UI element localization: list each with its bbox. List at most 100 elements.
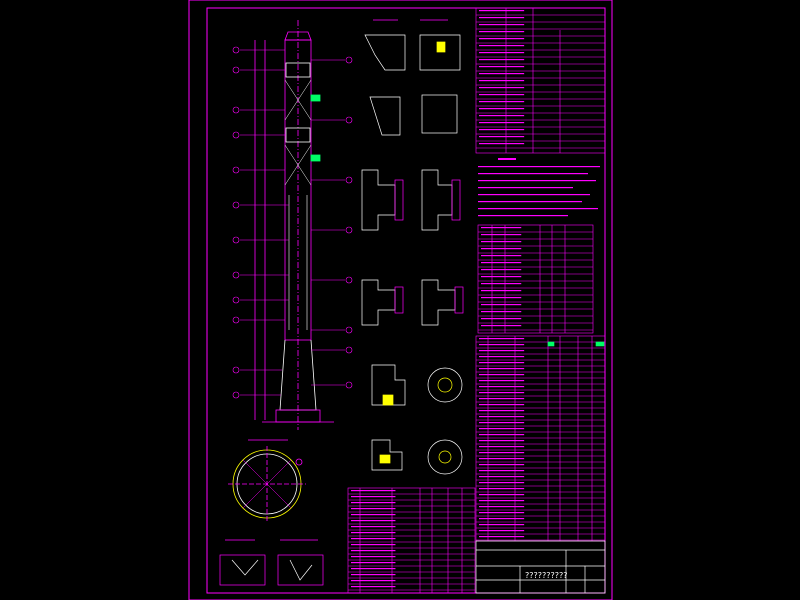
bom-row-text-mark xyxy=(479,392,525,394)
bom-row-text-mark xyxy=(479,362,525,364)
parts-list-row-text-mark xyxy=(351,574,396,576)
spec-table-row-text-mark xyxy=(479,122,525,124)
nozzle-table-row-text-mark xyxy=(481,262,522,264)
bom-row-text-mark xyxy=(479,512,525,514)
bom-row-text-mark xyxy=(479,416,525,418)
spec-table-row-text-mark xyxy=(479,73,525,75)
parts-list-row-text-mark xyxy=(351,544,396,546)
nozzle-table-row-text-mark xyxy=(481,290,522,292)
bom-row-text-mark xyxy=(479,356,525,358)
bom-row-text-mark xyxy=(479,350,525,352)
parts-list-row-text-mark xyxy=(351,550,396,552)
bom-row-text-mark xyxy=(479,476,525,478)
bom-row-text-mark xyxy=(479,470,525,472)
bom-row-text-mark xyxy=(479,482,525,484)
parts-list-row-text-mark xyxy=(351,556,396,558)
nozzle-table-row-text-mark xyxy=(481,227,522,229)
tray-section xyxy=(288,195,308,330)
spec-table-row-text-mark xyxy=(479,24,525,26)
bill-of-materials xyxy=(475,335,606,542)
bom-row-text-mark xyxy=(479,494,525,496)
flange-view-ii xyxy=(421,169,453,231)
bom-row-text-mark xyxy=(479,404,525,406)
parts-list-row-text-mark xyxy=(351,538,396,540)
nozzle-table-row-text-mark xyxy=(481,297,522,299)
bom-row-text-mark xyxy=(479,452,525,454)
bom-row-text-mark xyxy=(479,386,525,388)
title-block-name: ?????????? xyxy=(525,571,567,580)
bom-row-text-mark xyxy=(479,380,525,382)
parts-list-row-text-mark xyxy=(351,502,396,504)
bom-row-text-mark xyxy=(479,524,525,526)
bom-row-text-mark xyxy=(479,536,525,538)
nozzle-table-row-text-mark xyxy=(481,318,522,320)
bom-row-text-mark xyxy=(479,464,525,466)
bom-row-text-mark xyxy=(479,434,525,436)
parts-list-row-text-mark xyxy=(351,520,396,522)
nozzle-table-row-text-mark xyxy=(481,248,522,250)
nozzle-table-row-text-mark xyxy=(481,325,522,327)
spec-table-row-text-mark xyxy=(479,66,525,68)
bom-row-text-mark xyxy=(479,374,525,376)
bom-row-text-mark xyxy=(479,488,525,490)
bom-row-text-mark xyxy=(479,368,525,370)
nozzle-table xyxy=(477,224,594,334)
bom-row-text-mark xyxy=(479,410,525,412)
outer-sheet-frame xyxy=(188,0,613,600)
bom-row-text-mark xyxy=(479,446,525,448)
spec-table-row-text-mark xyxy=(479,38,525,40)
spec-table-row-text-mark xyxy=(479,101,525,103)
leader-lines xyxy=(240,49,345,396)
tower-elevation-view xyxy=(254,20,334,430)
flange-view-iii xyxy=(361,279,396,326)
parts-list xyxy=(347,487,476,594)
spec-table-row-text-mark xyxy=(479,31,525,33)
bom-row-text-mark xyxy=(479,428,525,430)
parts-list-row-text-mark xyxy=(351,490,396,492)
bom-row-text-mark xyxy=(479,500,525,502)
flange-view-iv xyxy=(421,279,456,326)
flange-view-i xyxy=(361,169,396,231)
spec-table-row-text-mark xyxy=(479,59,525,61)
nozzle-table-row-text-mark xyxy=(481,304,522,306)
weld-detail-views xyxy=(219,539,324,586)
spec-table-row-text-mark xyxy=(479,80,525,82)
bom-row-text-mark xyxy=(479,398,525,400)
spec-table-row-text-mark xyxy=(479,45,525,47)
bom-row-text-mark xyxy=(479,422,525,424)
nozzle-table-row-text-mark xyxy=(481,255,522,257)
parts-list-row-text-mark xyxy=(351,580,396,582)
nozzle-table-row-text-mark xyxy=(481,269,522,271)
base-plan-view xyxy=(228,439,306,522)
nozzle-detail-views xyxy=(361,19,464,475)
spec-table-row-text-mark xyxy=(479,87,525,89)
spec-table-row-text-mark xyxy=(479,143,525,145)
nozzle-table-row-text-mark xyxy=(481,241,522,243)
technical-notes xyxy=(478,158,600,217)
ring-detail-top xyxy=(427,367,463,403)
nozzle-table-row-text-mark xyxy=(481,234,522,236)
spec-table-row-text-mark xyxy=(479,136,525,138)
bom-row-text-mark xyxy=(479,458,525,460)
spec-table-row-text-mark xyxy=(479,108,525,110)
parts-list-row-text-mark xyxy=(351,496,396,498)
parts-list-row-text-mark xyxy=(351,532,396,534)
bom-row-text-mark xyxy=(479,506,525,508)
parts-list-row-text-mark xyxy=(351,562,396,564)
spec-table-row-text-mark xyxy=(479,17,525,19)
bom-row-text-mark xyxy=(479,440,525,442)
parts-list-row-text-mark xyxy=(351,526,396,528)
spec-table-row-text-mark xyxy=(479,94,525,96)
parts-list-row-text-mark xyxy=(351,514,396,516)
parts-list-row-text-mark xyxy=(351,568,396,570)
part-balloons xyxy=(232,46,353,399)
spec-table-row-text-mark xyxy=(479,129,525,131)
ring-detail-bottom xyxy=(427,439,463,475)
nozzle-table-row-text-mark xyxy=(481,283,522,285)
nozzle-table-row-text-mark xyxy=(481,276,522,278)
title-block xyxy=(475,540,606,594)
bom-row-text-mark xyxy=(479,344,525,346)
bom-row-text-mark xyxy=(479,530,525,532)
bom-row-text-mark xyxy=(479,518,525,520)
